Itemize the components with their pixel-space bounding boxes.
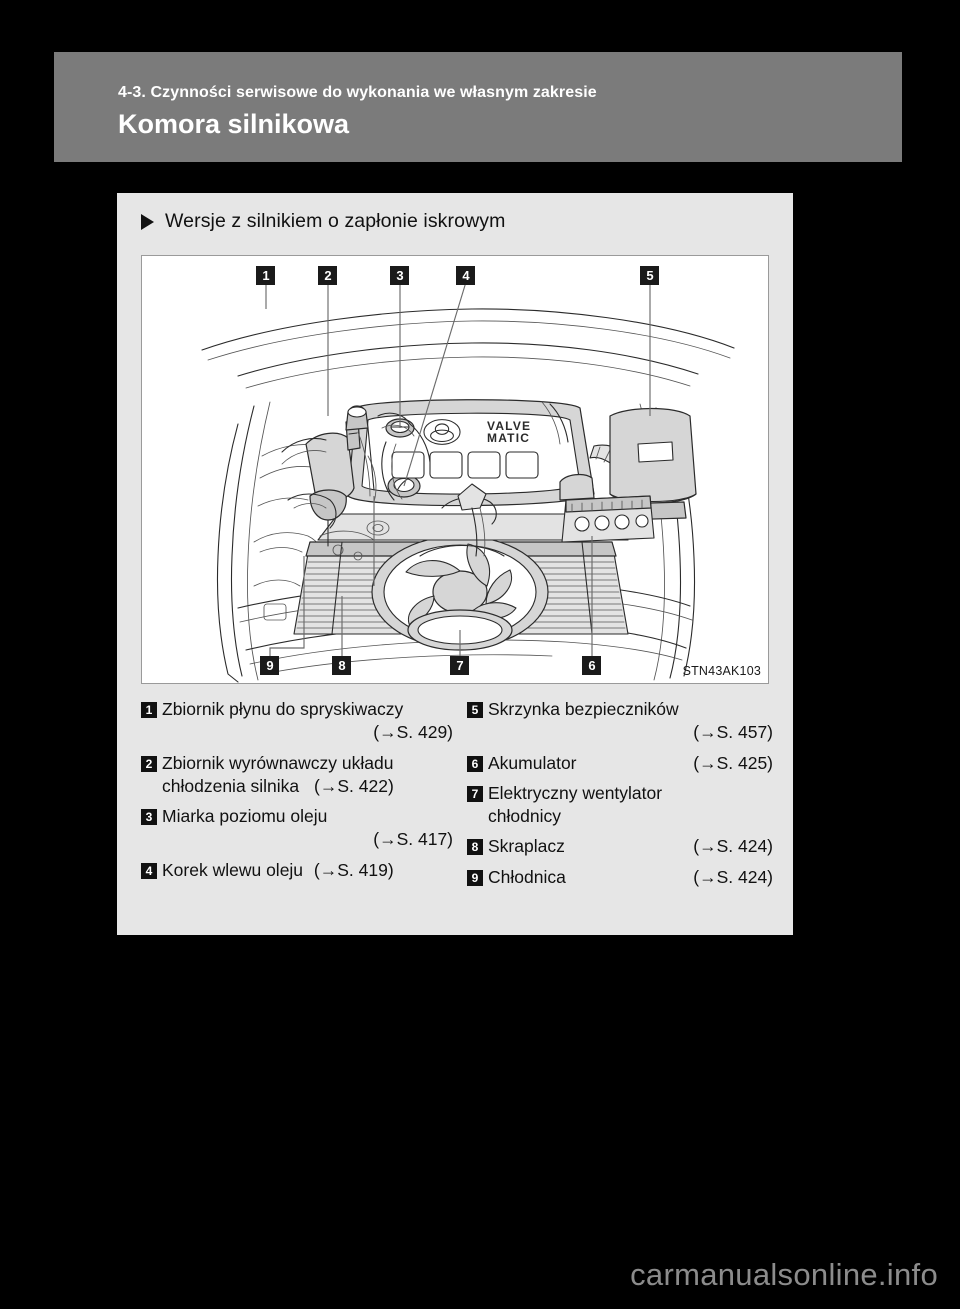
- callout-badge-2: 2: [318, 266, 337, 285]
- svg-text:5: 5: [646, 268, 653, 283]
- legend-badge-9: 9: [467, 869, 483, 886]
- legend-label-5: Skrzynka bezpieczników: [488, 699, 679, 719]
- legend-item-1: 1 Zbiornik płynu do spryskiwaczy (→S. 42…: [141, 698, 453, 745]
- legend-badge-5: 5: [467, 702, 483, 718]
- legend-badge-2: 2: [141, 755, 157, 772]
- callout-badges: 1 2 3 4: [256, 266, 659, 675]
- legend-ref-3[interactable]: (→S. 417): [373, 829, 453, 850]
- triangle-right-icon: [141, 213, 154, 230]
- legend-item-3: 3 Miarka poziomu oleju (→S. 417): [141, 805, 453, 852]
- engine-compartment-figure: .ln { fill:none; stroke:#2b2b2b; stroke-…: [141, 255, 769, 684]
- legend-label-2-line2: chłodzenia silnika: [162, 775, 300, 796]
- toyota-emblem: [423, 419, 461, 445]
- legend-ref-8[interactable]: (→S. 424): [693, 836, 773, 857]
- legend-badge-1: 1: [141, 702, 157, 718]
- legend-ref-6[interactable]: (→S. 425): [693, 752, 773, 773]
- legend-item-6: 6 Akumulator (→S. 425): [467, 752, 773, 775]
- legend-item-8: 8 Skraplacz (→S. 424): [467, 835, 773, 858]
- legend-label-7-line2: chłodnicy: [488, 806, 561, 827]
- legend-label-1: Zbiornik płynu do spryskiwaczy: [162, 699, 404, 719]
- content-panel: Wersje z silnikiem o zapłonie iskrowym .…: [117, 193, 793, 935]
- page-header-band: 4-3. Czynności serwisowe do wykonania we…: [54, 52, 902, 162]
- legend-ref-2[interactable]: (→S. 422): [314, 775, 394, 796]
- engine-cover-label-line2: MATIC: [487, 431, 530, 445]
- battery: [559, 473, 655, 543]
- legend-badge-6: 6: [467, 755, 483, 772]
- legend-badge-4: 4: [141, 862, 157, 879]
- callout-badge-4: 4: [456, 266, 475, 285]
- legend-label-4: Korek wlewu oleju: [162, 859, 304, 880]
- legend-label-8: Skraplacz: [488, 836, 565, 857]
- legend-badge-8: 8: [467, 839, 483, 856]
- callout-badge-6: 6: [582, 656, 601, 675]
- svg-text:7: 7: [456, 658, 463, 673]
- legend-item-4: 4 Korek wlewu oleju (→S. 419): [141, 859, 453, 882]
- legend-badge-7: 7: [467, 785, 483, 802]
- legend-label-9: Chłodnica: [488, 866, 566, 887]
- svg-text:3: 3: [396, 268, 403, 283]
- figure-code: STN43AK103: [682, 664, 761, 678]
- figure-legend: 1 Zbiornik płynu do spryskiwaczy (→S. 42…: [141, 698, 773, 896]
- svg-text:8: 8: [338, 658, 345, 673]
- svg-text:4: 4: [462, 268, 470, 283]
- legend-label-7-line1: Elektryczny wentylator: [488, 782, 663, 803]
- callout-badge-3: 3: [390, 266, 409, 285]
- legend-item-5: 5 Skrzynka bezpieczników (→S. 457): [467, 698, 773, 745]
- callout-badge-9: 9: [260, 656, 279, 675]
- callout-badge-1: 1: [256, 266, 275, 285]
- legend-ref-4[interactable]: (→S. 419): [313, 859, 394, 880]
- legend-label-2-line1: Zbiornik wyrównawczy układu: [162, 752, 394, 773]
- callout-leaders-top: [265, 281, 651, 487]
- callout-badge-7: 7: [450, 656, 469, 675]
- legend-label-6: Akumulator: [488, 752, 577, 773]
- section-breadcrumb: 4-3. Czynności serwisowe do wykonania we…: [118, 84, 597, 101]
- callout-badge-5: 5: [640, 266, 659, 285]
- legend-item-2: 2 Zbiornik wyrównawczy układu chłodzenia…: [141, 752, 453, 799]
- site-watermark: carmanualsonline.info: [630, 1257, 938, 1292]
- page-title: Komora silnikowa: [118, 108, 350, 139]
- svg-text:1: 1: [262, 268, 269, 283]
- engine-cover: VALVE MATIC: [317, 399, 629, 541]
- legend-ref-1[interactable]: (→S. 429): [373, 722, 453, 743]
- legend-item-9: 9 Chłodnica (→S. 424): [467, 866, 773, 889]
- legend-ref-9[interactable]: (→S. 424): [693, 866, 773, 887]
- legend-column-left: 1 Zbiornik płynu do spryskiwaczy (→S. 42…: [141, 698, 457, 896]
- subsection-heading-label: Wersje z silnikiem o zapłonie iskrowym: [165, 210, 506, 232]
- washer-reservoir: [345, 405, 375, 497]
- engine-compartment-illustration: .ln { fill:none; stroke:#2b2b2b; stroke-…: [142, 256, 768, 683]
- engine-cover-label-line1: VALVE: [487, 419, 531, 433]
- callout-leaders-bottom: [269, 496, 593, 656]
- svg-text:2: 2: [324, 268, 331, 283]
- legend-item-7: 7 Elektryczny wentylator chłodnicy: [467, 782, 773, 829]
- legend-label-3: Miarka poziomu oleju: [162, 806, 328, 827]
- legend-badge-3: 3: [141, 809, 157, 826]
- legend-column-right: 5 Skrzynka bezpieczników (→S. 457) 6 Aku…: [457, 698, 773, 896]
- legend-ref-5[interactable]: (→S. 457): [693, 722, 773, 743]
- callout-badge-8: 8: [332, 656, 351, 675]
- svg-text:9: 9: [266, 658, 273, 673]
- svg-text:6: 6: [588, 658, 595, 673]
- subsection-heading: Wersje z silnikiem o zapłonie iskrowym: [141, 210, 505, 233]
